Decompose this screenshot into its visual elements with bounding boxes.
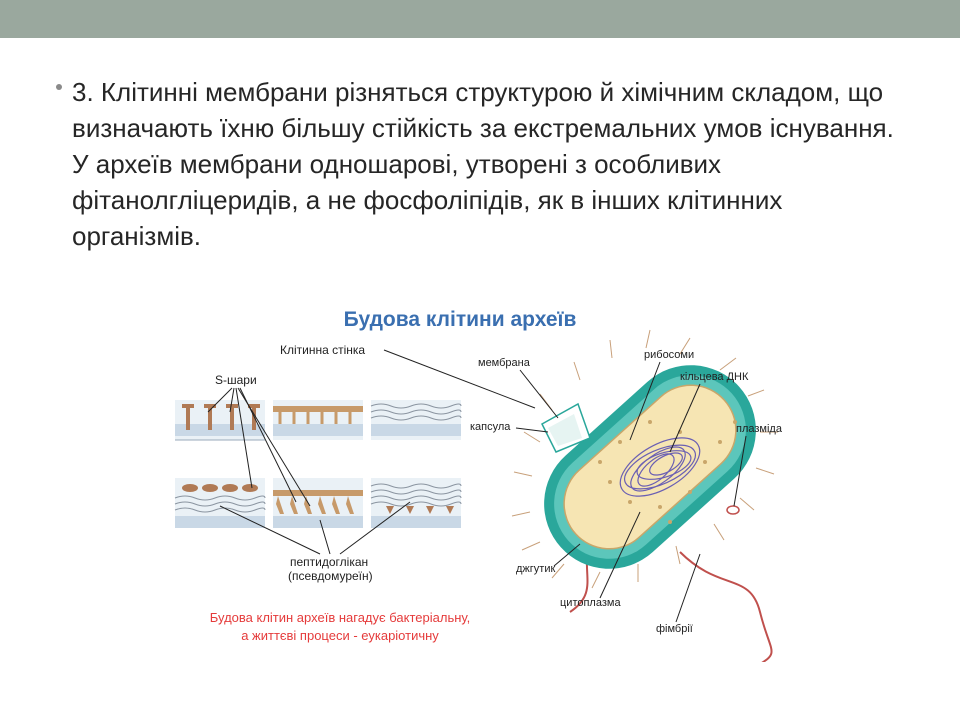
fimbriae-leader: [675, 553, 701, 623]
plasmid: [726, 505, 740, 515]
flagellum-leader: [553, 543, 581, 567]
membrane-leader: [519, 369, 559, 419]
label-fimbriae: фімбрії: [656, 623, 693, 635]
capsule-leader: [515, 427, 549, 433]
ribosomes-leader: [629, 361, 661, 441]
cell-wall-leader: [383, 349, 536, 409]
fimbriae-hairs: [511, 329, 778, 589]
caption-line-2: а життєві процеси - еукаріотичну: [241, 628, 439, 643]
s-layer-leaders: [207, 387, 311, 507]
peptidoglycan-leaders: [219, 501, 411, 555]
panel-1: [175, 400, 265, 441]
cytoplasm-leader: [599, 511, 641, 599]
panel-3: [370, 400, 462, 440]
circular-dna-leader: [669, 383, 701, 453]
label-circular-dna: кільцева ДНК: [680, 371, 749, 383]
label-cytoplasm: цитоплазма: [560, 597, 621, 609]
header-bar: [0, 0, 960, 38]
plasmid-leader: [733, 435, 747, 507]
membrane-panels: [174, 400, 462, 528]
panel-2: [273, 400, 363, 440]
dna-nucleoid: [619, 437, 701, 497]
label-s-layers: S-шари: [215, 373, 257, 387]
diagram-title: Будова клітини археїв: [344, 308, 577, 331]
ribosome-dots: [598, 420, 737, 524]
bullet-text: 3. Клітинні мембрани різняться структуро…: [72, 77, 894, 251]
label-plasmid: плазміда: [736, 423, 783, 435]
caption-line-1: Будова клітин археїв нагадує бактеріальн…: [210, 610, 470, 625]
archaea-cell-diagram: Будова клітини археїв: [160, 292, 800, 662]
cytoplasm-area: [563, 384, 737, 550]
label-membrane: мембрана: [478, 357, 531, 369]
label-flagellum: джгутик: [516, 563, 555, 575]
label-cell-wall: Клітинна стінка: [280, 343, 365, 357]
label-pseudomurein: (псевдомуреїн): [288, 569, 373, 583]
archaea-cell: [511, 329, 778, 662]
bullet-icon: [56, 84, 62, 90]
label-peptidoglycan: пептидоглікан: [290, 555, 368, 569]
label-ribosomes: рибосоми: [644, 349, 694, 361]
label-capsule: капсула: [470, 421, 511, 433]
panel-5: [273, 478, 363, 528]
flagellum: [679, 551, 773, 662]
